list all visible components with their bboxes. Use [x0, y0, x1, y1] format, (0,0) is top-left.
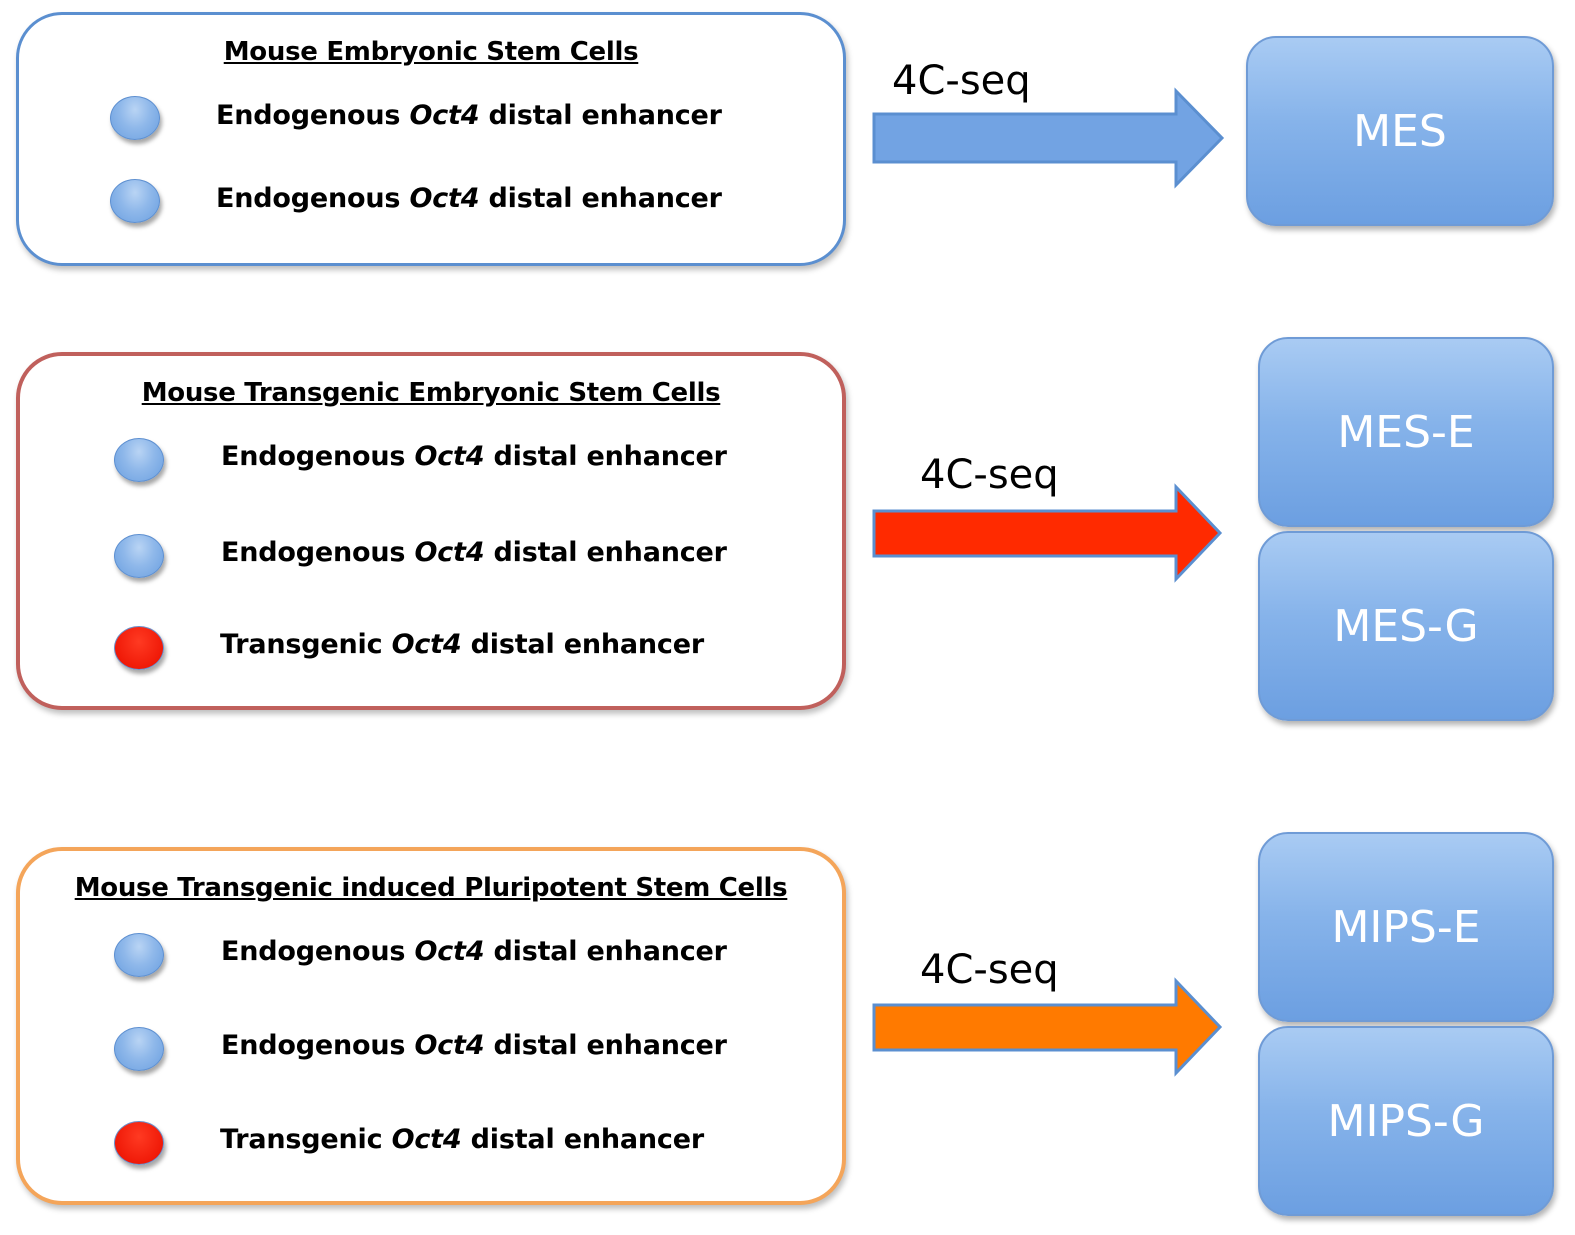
panel-title: Mouse Embryonic Stem Cells [223, 37, 639, 67]
result-box-mips-e: MIPS-E [1258, 832, 1554, 1022]
list-item: Endogenous Oct4 distal enhancer [20, 530, 840, 580]
list-item: Transgenic Oct4 distal enhancer [20, 622, 840, 672]
result-label: MES-E [1337, 406, 1475, 458]
list-item: Transgenic Oct4 distal enhancer [20, 1117, 840, 1167]
arrow-right-icon [872, 977, 1223, 1077]
endogenous-enhancer-marker-icon [110, 179, 160, 223]
arrow-label: 4C-seq [892, 58, 1031, 104]
enhancer-label: Endogenous Oct4 distal enhancer [221, 441, 727, 472]
arrow-label: 4C-seq [920, 947, 1059, 993]
result-box-mes-e: MES-E [1258, 337, 1554, 527]
list-item: Endogenous Oct4 distal enhancer [19, 93, 839, 143]
enhancer-label: Endogenous Oct4 distal enhancer [216, 183, 722, 214]
panel-mouse-transgenic-induced-pluripotent-stem-cells: Mouse Transgenic induced Pluripotent Ste… [16, 847, 846, 1205]
endogenous-enhancer-marker-icon [114, 438, 164, 482]
list-item: Endogenous Oct4 distal enhancer [20, 929, 840, 979]
result-label: MES [1353, 105, 1447, 157]
arrow-label: 4C-seq [920, 452, 1059, 498]
transgenic-enhancer-marker-icon [114, 1121, 164, 1165]
result-box-mes-g: MES-G [1258, 531, 1554, 721]
panel-title: Mouse Transgenic induced Pluripotent Ste… [74, 873, 788, 903]
enhancer-label: Transgenic Oct4 distal enhancer [220, 629, 704, 660]
result-label: MIPS-E [1331, 901, 1481, 953]
list-item: Endogenous Oct4 distal enhancer [20, 1023, 840, 1073]
result-label: MIPS-G [1327, 1095, 1485, 1147]
endogenous-enhancer-marker-icon [114, 1027, 164, 1071]
enhancer-label: Endogenous Oct4 distal enhancer [221, 1030, 727, 1061]
list-item: Endogenous Oct4 distal enhancer [19, 176, 839, 226]
result-box-mes: MES [1246, 36, 1554, 226]
enhancer-label: Transgenic Oct4 distal enhancer [220, 1124, 704, 1155]
arrow-right-icon [872, 87, 1225, 189]
enhancer-label: Endogenous Oct4 distal enhancer [221, 936, 727, 967]
endogenous-enhancer-marker-icon [114, 534, 164, 578]
transgenic-enhancer-marker-icon [114, 626, 164, 670]
list-item: Endogenous Oct4 distal enhancer [20, 434, 840, 484]
enhancer-label: Endogenous Oct4 distal enhancer [216, 100, 722, 131]
result-box-mips-g: MIPS-G [1258, 1026, 1554, 1216]
endogenous-enhancer-marker-icon [110, 96, 160, 140]
enhancer-label: Endogenous Oct4 distal enhancer [221, 537, 727, 568]
endogenous-enhancer-marker-icon [114, 933, 164, 977]
arrow-right-icon [872, 483, 1223, 583]
result-label: MES-G [1333, 600, 1479, 652]
panel-mouse-transgenic-embryonic-stem-cells: Mouse Transgenic Embryonic Stem Cells En… [16, 352, 846, 710]
panel-title: Mouse Transgenic Embryonic Stem Cells [141, 378, 721, 408]
panel-mouse-embryonic-stem-cells: Mouse Embryonic Stem Cells Endogenous Oc… [16, 12, 846, 266]
